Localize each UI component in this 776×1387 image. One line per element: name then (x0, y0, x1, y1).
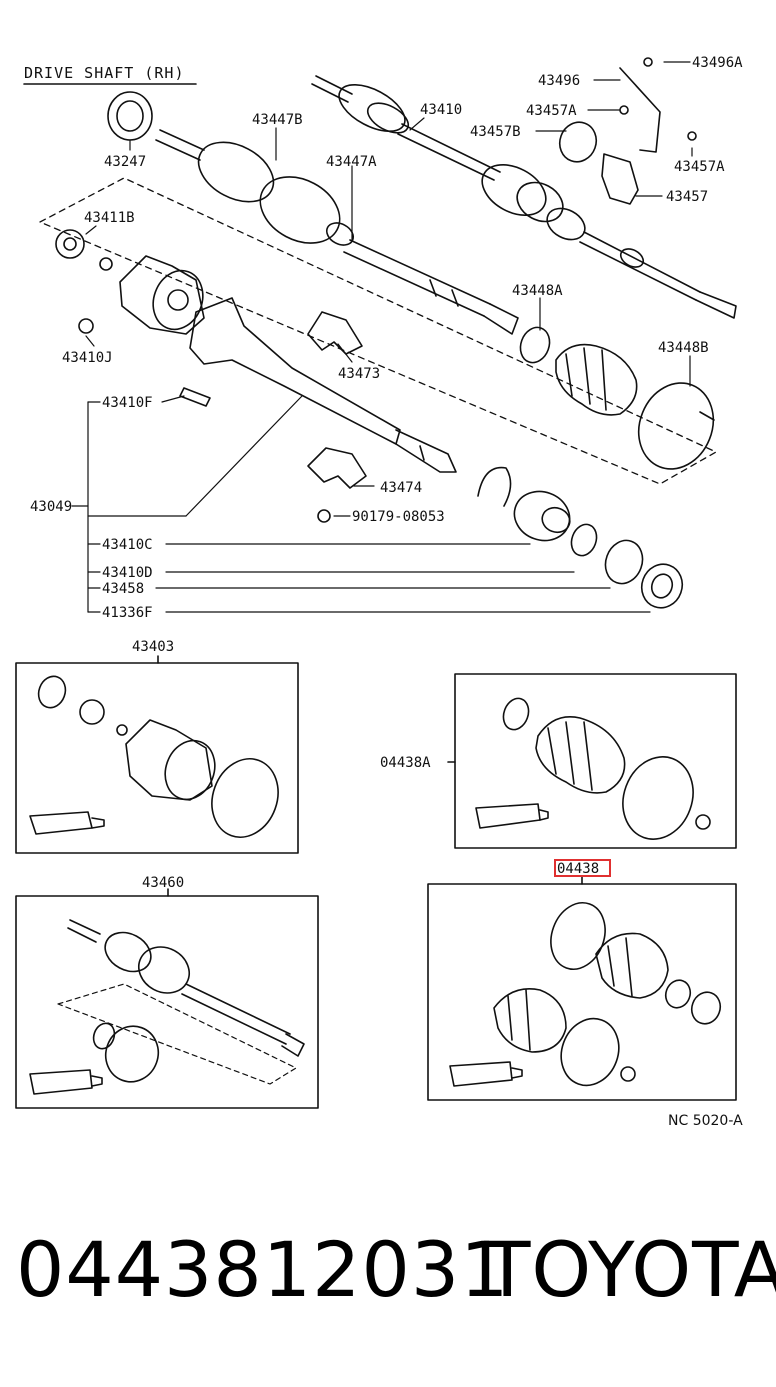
label-43474: 43474 (380, 480, 422, 496)
label-43496: 43496 (538, 73, 580, 89)
label-43496a: 43496A (692, 55, 743, 71)
kit-04438a-box (447, 673, 737, 849)
label-43247: 43247 (104, 154, 146, 170)
highlight-box-04438 (554, 859, 611, 877)
center-bearing-shaft-icon (189, 297, 457, 473)
label-43458: 43458 (102, 581, 144, 597)
nut-90179-icon (317, 509, 331, 523)
inboard-boot-icon (555, 343, 638, 416)
label-04438a: 04438A (380, 755, 431, 771)
kit-04438-box (427, 875, 737, 1101)
drive-shaft-assembly-icon (311, 75, 737, 319)
bracket-43474-icon (307, 447, 367, 489)
label-04438[interactable]: 04438 (557, 861, 599, 877)
bolt-43457a-icon (619, 105, 629, 115)
inboard-joint-housing-icon (119, 255, 205, 335)
label-43411b: 43411B (84, 210, 135, 226)
ring-43410d-icon (570, 523, 598, 557)
label-43049: 43049 (30, 499, 72, 515)
bearing-43410c-icon (513, 490, 571, 542)
label-43410j: 43410J (62, 350, 113, 366)
label-43457: 43457 (666, 189, 708, 205)
tripod-joint-icon (55, 229, 113, 271)
nut-43410j-icon (78, 318, 94, 334)
brand-name: TOYOTA (484, 1225, 776, 1314)
label-43410: 43410 (420, 102, 462, 118)
ring-43457b-icon (558, 121, 598, 163)
label-43448b: 43448B (658, 340, 709, 356)
label-43457a-top: 43457A (526, 103, 577, 119)
bolt-43410f-icon (179, 387, 211, 407)
diagram-title: DRIVE SHAFT (RH) (24, 64, 185, 82)
bolt-43457a-right-icon (687, 131, 697, 141)
part-footer: 0443812031 TOYOTA (0, 1232, 776, 1342)
label-43457a-right: 43457A (674, 159, 725, 175)
label-43410c: 43410C (102, 537, 153, 553)
bracket-43457-icon (601, 153, 639, 205)
boot-band-43448b-icon (637, 382, 715, 470)
label-43403: 43403 (132, 639, 174, 655)
bolt-43496a-icon (643, 57, 653, 67)
label-43457b: 43457B (470, 124, 521, 140)
leader-lines (71, 61, 693, 613)
label-43473: 43473 (338, 366, 380, 382)
dust-cover-43247-icon (107, 91, 153, 141)
intermediate-shaft-icon (155, 129, 519, 335)
label-43410f: 43410F (102, 395, 153, 411)
inboard-joint-frame (39, 177, 717, 485)
snap-ring-icon (477, 466, 512, 507)
drawing-code: NC 5020-A (668, 1113, 743, 1129)
strap-43496-icon (619, 67, 661, 153)
boot-clamp-43448a-icon (519, 326, 551, 364)
part-number: 0443812031 (16, 1225, 510, 1314)
kit-43403-box (15, 655, 299, 854)
label-43447b: 43447B (252, 112, 303, 128)
bracket-43473-icon (307, 311, 363, 355)
label-43448a: 43448A (512, 283, 563, 299)
label-41336f: 41336F (102, 605, 153, 621)
seal-41336f-icon (640, 563, 684, 609)
label-90179-08053: 90179-08053 (352, 509, 445, 525)
label-43447a: 43447A (326, 154, 377, 170)
label-43410d: 43410D (102, 565, 153, 581)
label-43460: 43460 (142, 875, 184, 891)
ring-43458-icon (604, 539, 644, 585)
kit-43460-box (15, 888, 319, 1109)
